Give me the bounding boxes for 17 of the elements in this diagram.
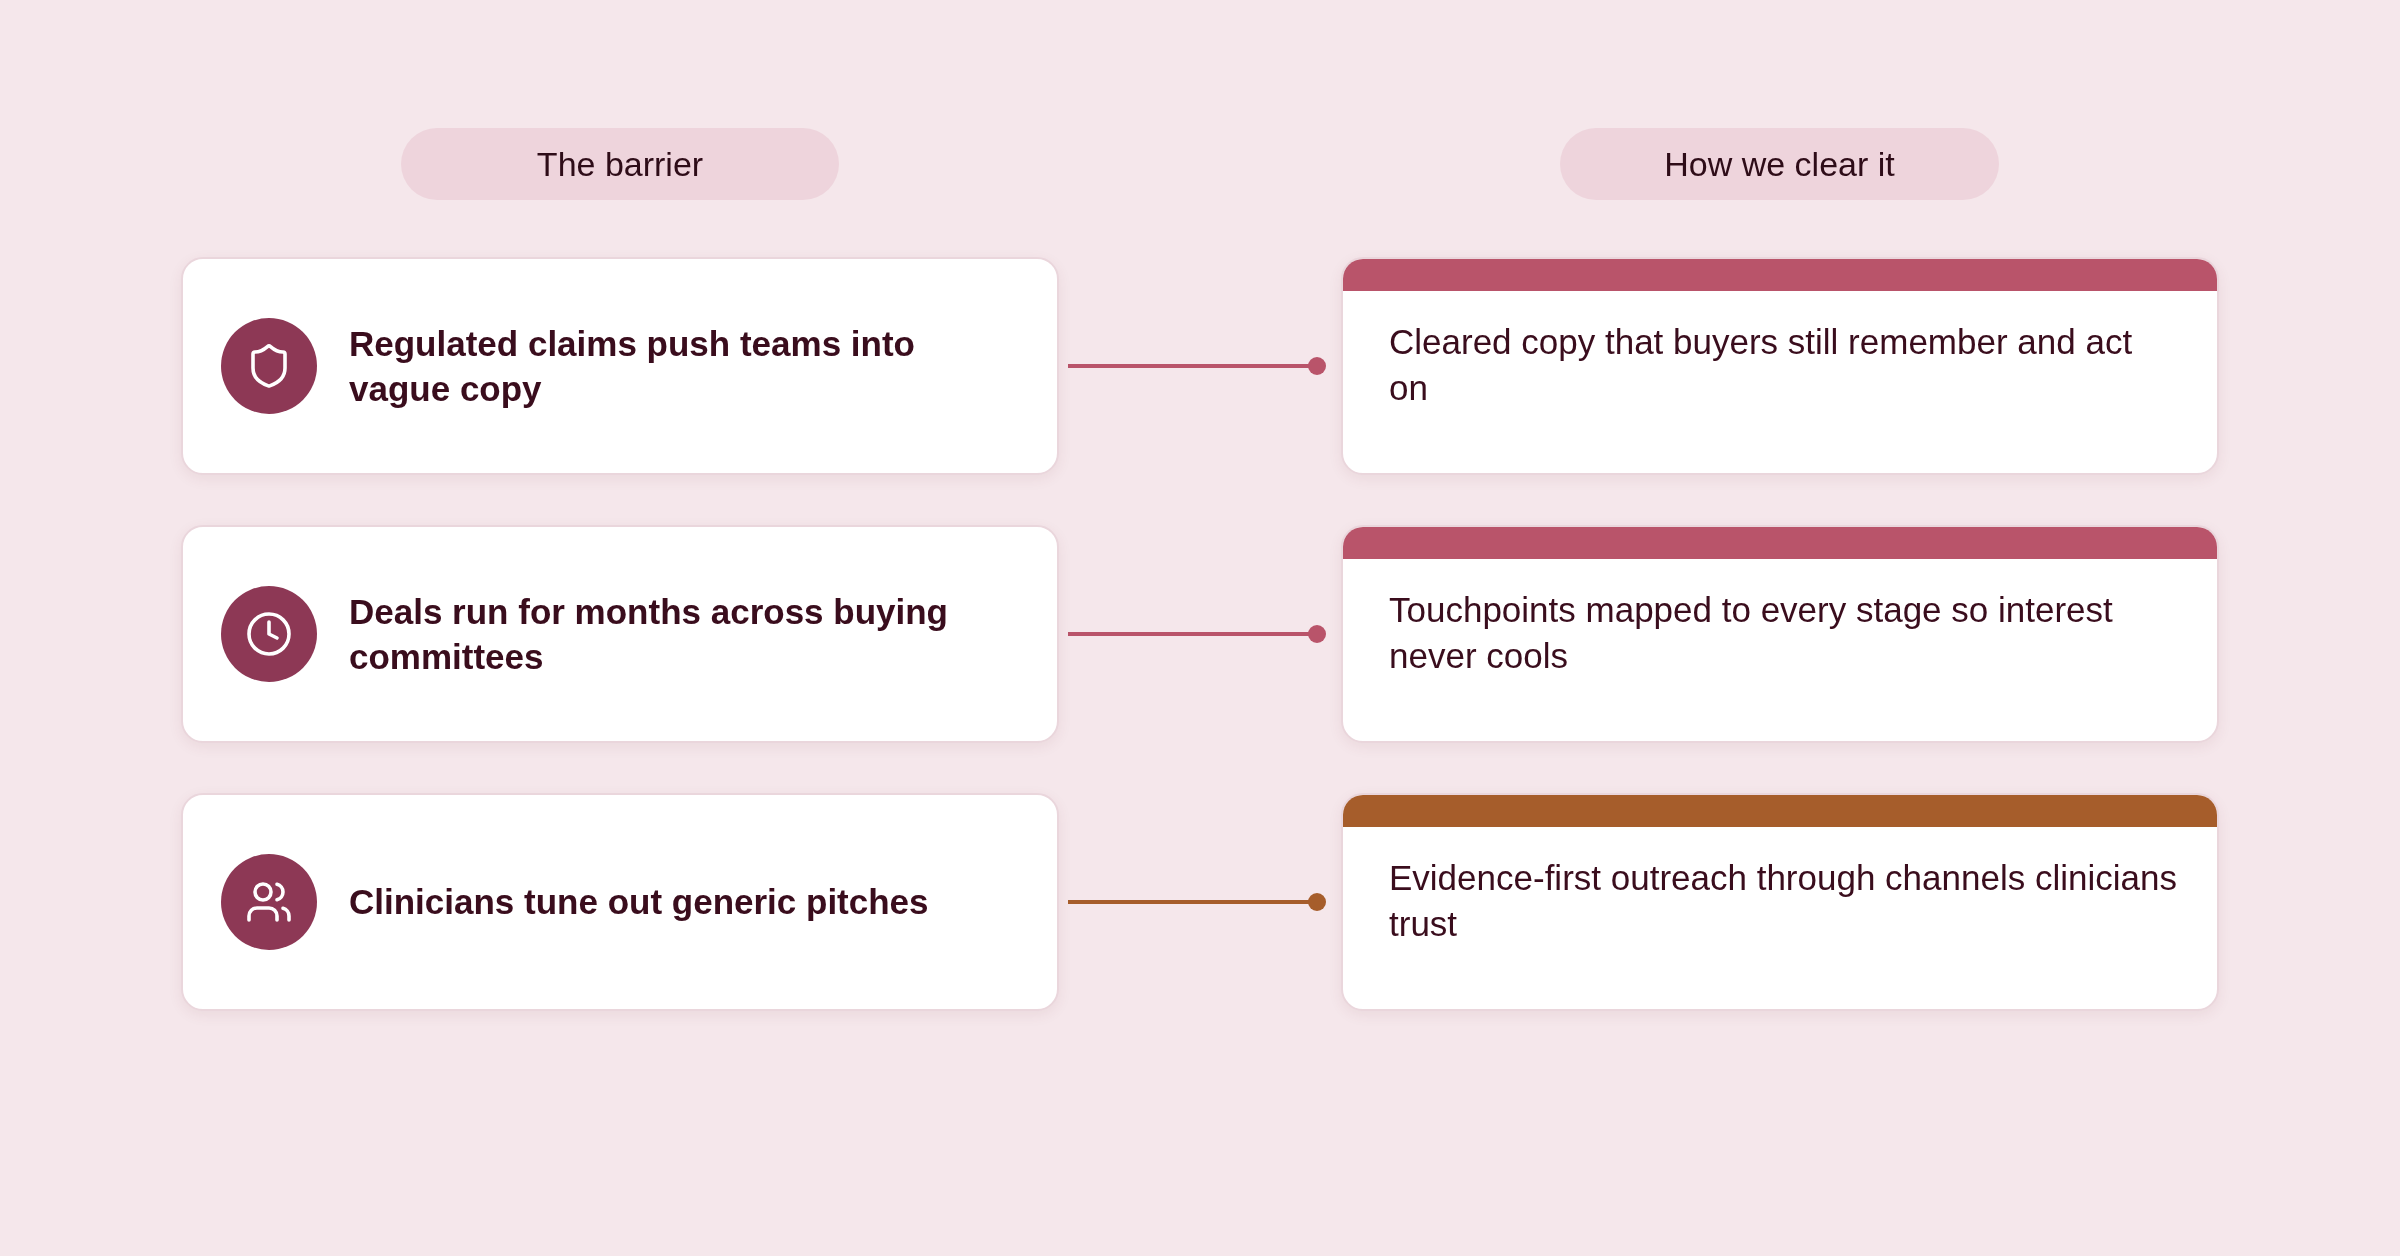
connector-line — [1068, 625, 1326, 643]
connector-line — [1068, 893, 1326, 911]
column-header: How we clear it — [1560, 128, 1999, 200]
solution-text: Touchpoints mapped to every stage so interest never cools — [1388, 589, 2114, 677]
solution-text: Cleared copy that buyers still remember and act on — [1388, 321, 2134, 409]
barrier-text: Clinicians tune out generic pitches — [349, 881, 930, 924]
solution-text: Evidence-first outreach through channels clinicians trust — [1388, 857, 2178, 945]
barrier-text: Regulated claims push teams into vague copy — [349, 322, 916, 410]
solution-card — [1341, 793, 2219, 1011]
solution-card — [1341, 525, 2219, 743]
barrier-card — [181, 257, 1059, 475]
barrier-card — [181, 793, 1059, 1011]
barrier-card — [181, 525, 1059, 743]
column-header: The barrier — [401, 128, 839, 200]
solution-card — [1341, 257, 2219, 475]
barrier-text: Deals run for months across buying committees — [349, 590, 949, 678]
connector-line — [1068, 357, 1326, 375]
